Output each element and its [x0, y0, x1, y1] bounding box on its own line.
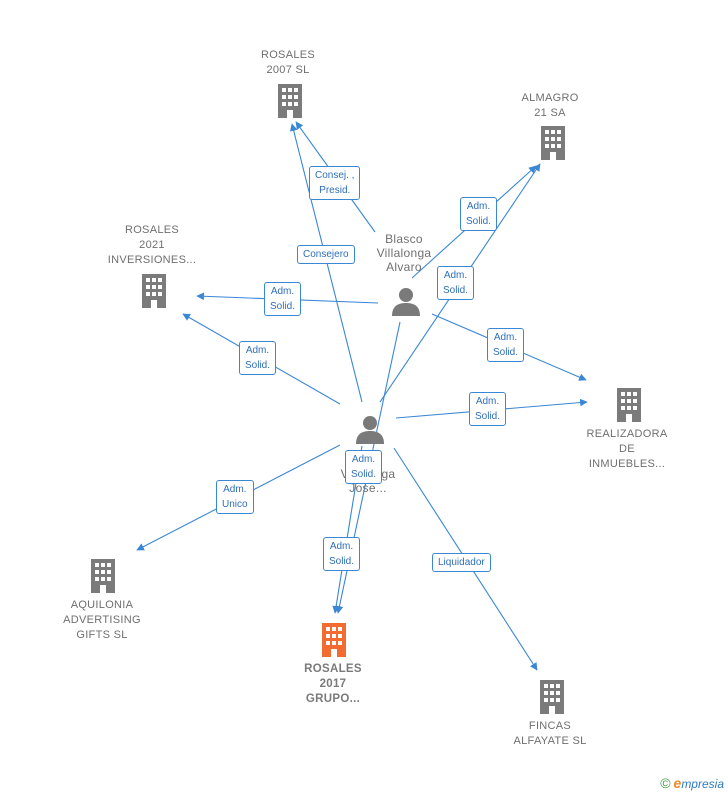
edge-label-adm-solid[interactable]: Adm. Solid. [264, 282, 302, 316]
label-line: INMUEBLES... [588, 458, 666, 470]
edge-label-line: Presid. [319, 185, 351, 196]
label-line: Jose... [349, 481, 387, 495]
edge-label-line: Liquidador [438, 557, 485, 568]
label-line: Villalonga [376, 246, 432, 260]
edge-label-liquidador[interactable]: Liquidador [432, 553, 491, 572]
edge-label-adm-solid[interactable]: Adm. Solid. [345, 450, 383, 484]
edge-label-adm-solid[interactable]: Adm. Solid. [239, 341, 277, 375]
label-line: DE [619, 443, 635, 455]
edge-label-line: Consejero [303, 249, 349, 260]
edge-label-line: Adm. [351, 454, 376, 465]
label-line: ROSALES [304, 663, 362, 675]
building-icon[interactable] [541, 126, 565, 160]
building-icon[interactable] [142, 274, 166, 308]
building-icon-focus[interactable] [322, 623, 346, 657]
copyright-icon: © [660, 775, 671, 791]
edge-label-line: Solid. [443, 285, 469, 296]
company-label-rosales-2021[interactable]: ROSALES 2021 INVERSIONES... [96, 223, 208, 268]
edge-label-line: Adm. [493, 332, 518, 343]
edge-label-line: Unico [222, 499, 248, 510]
label-line: ROSALES [124, 224, 180, 236]
company-label-rosales-2007[interactable]: ROSALES 2007 SL [240, 48, 336, 78]
edge-label-line: Adm. [466, 201, 491, 212]
edge-label-line: Adm. [475, 396, 500, 407]
edge-label-adm-unico[interactable]: Adm. Unico [216, 480, 254, 514]
edge-label-line: Solid. [270, 301, 296, 312]
edge-label-adm-solid[interactable]: Adm. Solid. [437, 266, 475, 300]
edge-label-line: Solid. [329, 556, 355, 567]
edge-label-adm-solid[interactable]: Adm. Solid. [460, 197, 498, 231]
edge-label-adm-solid[interactable]: Adm. Solid. [469, 392, 507, 426]
label-line: ADVERTISING [63, 614, 141, 626]
label-line: 2021 [139, 239, 165, 251]
edge-label-line: Adm. [443, 270, 468, 281]
label-line: Blasco [385, 232, 423, 246]
edge-label-consejero[interactable]: Consejero [297, 245, 355, 264]
company-label-realizadora[interactable]: REALIZADORA DE INMUEBLES... [576, 427, 678, 472]
person-icon[interactable] [392, 288, 420, 316]
label-line: INVERSIONES... [107, 254, 197, 266]
edge-label-line: Solid. [351, 469, 377, 480]
building-icon[interactable] [617, 388, 641, 422]
edge-label-line: Adm. [245, 345, 270, 356]
label-line: 21 SA [534, 107, 566, 119]
label-line: Alvaro [386, 260, 422, 274]
label-line: GRUPO... [305, 693, 361, 705]
building-icon[interactable] [278, 84, 302, 118]
brand-footer[interactable]: ©empresia [660, 775, 724, 791]
brand-logo-initial: e [673, 775, 682, 791]
edge-label-line: Consej. , [315, 170, 355, 181]
company-label-rosales-2017[interactable]: ROSALES 2017 GRUPO... [288, 662, 378, 707]
label-line: ALMAGRO [521, 92, 579, 104]
company-label-fincas[interactable]: FINCAS ALFAYATE SL [498, 719, 602, 749]
label-line: REALIZADORA [586, 428, 668, 440]
label-line: 2017 [319, 678, 347, 690]
building-icon[interactable] [540, 680, 564, 714]
company-label-aquilonia[interactable]: AQUILONIA ADVERTISING GIFTS SL [50, 598, 154, 643]
building-icon[interactable] [91, 559, 115, 593]
edge-label-line: Solid. [475, 411, 501, 422]
edge-label-line: Adm. [270, 286, 295, 297]
edge-label-adm-solid[interactable]: Adm. Solid. [487, 328, 525, 362]
brand-logo-text: mpresia [681, 777, 724, 791]
label-line: ROSALES [260, 49, 316, 61]
edge-label-adm-solid[interactable]: Adm. Solid. [323, 537, 361, 571]
edge-label-line: Solid. [493, 347, 519, 358]
edge-label-line: Solid. [245, 360, 271, 371]
edge-label-line: Solid. [466, 216, 492, 227]
edge-label-line: Adm. [223, 484, 247, 495]
person-icon[interactable] [356, 416, 384, 444]
label-line: AQUILONIA [70, 599, 134, 611]
edge-label-line: Adm. [329, 541, 354, 552]
label-line: GIFTS SL [76, 629, 128, 641]
person-label-blasco[interactable]: Blasco Villalonga Alvaro [364, 232, 444, 274]
company-label-almagro[interactable]: ALMAGRO 21 SA [502, 91, 598, 121]
label-line: 2007 SL [266, 64, 310, 76]
edge-label-consej-presid[interactable]: Consej. , Presid. [309, 166, 361, 200]
label-line: ALFAYATE SL [513, 735, 587, 747]
label-line: FINCAS [528, 720, 572, 732]
